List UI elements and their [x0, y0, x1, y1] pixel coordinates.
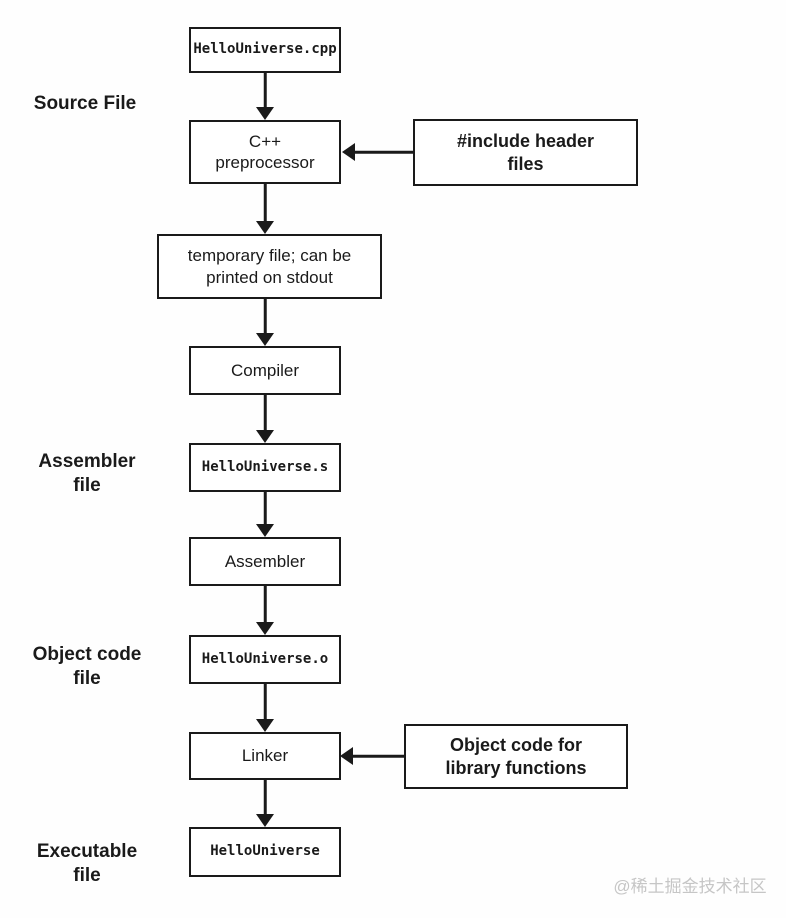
- arrow-shaft: [263, 73, 267, 109]
- arrowhead-down-icon: [256, 430, 274, 443]
- arrow-shaft: [263, 684, 267, 721]
- watermark: @稀土掘金技术社区: [613, 877, 767, 896]
- arrowhead-down-icon: [256, 814, 274, 827]
- arrowhead-down-icon: [256, 333, 274, 346]
- arrow-shaft: [353, 150, 413, 154]
- arrow-shaft: [263, 780, 267, 816]
- annotation-library-objects: Object code for library functions: [404, 724, 628, 789]
- node-compiler: Compiler: [189, 346, 341, 395]
- arrow-shaft: [263, 586, 267, 624]
- arrow-shaft: [263, 184, 267, 223]
- arrowhead-down-icon: [256, 107, 274, 120]
- stage-label-executable-file: Executable file: [36, 841, 138, 886]
- node-executable-file: HelloUniverse: [189, 827, 341, 877]
- arrow-source-to-preprocessor: [256, 73, 274, 120]
- arrowhead-down-icon: [256, 221, 274, 234]
- arrowhead-down-icon: [256, 524, 274, 537]
- arrow-shaft: [263, 299, 267, 335]
- arrow-headers-to-preprocessor: [342, 143, 413, 161]
- arrow-preprocessor-to-tempfile: [256, 184, 274, 234]
- node-preprocessor: C++ preprocessor: [189, 120, 341, 184]
- node-assembler-file: HelloUniverse.s: [189, 443, 341, 492]
- arrow-linker-to-executable: [256, 780, 274, 827]
- stage-label-assembler-file: Assembler file: [38, 451, 136, 496]
- arrow-library-to-linker: [340, 747, 404, 765]
- stage-label-object-code-file: Object code file: [32, 644, 142, 689]
- arrow-tempfile-to-compiler: [256, 299, 274, 346]
- node-linker: Linker: [189, 732, 341, 780]
- arrow-shaft: [263, 395, 267, 432]
- arrowhead-left-icon: [342, 143, 355, 161]
- arrowhead-down-icon: [256, 719, 274, 732]
- node-object-file: HelloUniverse.o: [189, 635, 341, 684]
- arrow-compiler-to-assemblerfile: [256, 395, 274, 443]
- arrow-assemblerfile-to-assembler: [256, 492, 274, 537]
- node-assembler: Assembler: [189, 537, 341, 586]
- stage-label-source-file: Source File: [33, 93, 137, 114]
- arrow-shaft: [263, 492, 267, 526]
- arrow-assembler-to-objectfile: [256, 586, 274, 635]
- arrow-objectfile-to-linker: [256, 684, 274, 732]
- annotation-include-headers: #include header files: [413, 119, 638, 186]
- arrow-shaft: [351, 754, 404, 758]
- arrowhead-left-icon: [340, 747, 353, 765]
- node-temporary-file: temporary file; can be printed on stdout: [157, 234, 382, 299]
- arrowhead-down-icon: [256, 622, 274, 635]
- node-source-file: HelloUniverse.cpp: [189, 27, 341, 73]
